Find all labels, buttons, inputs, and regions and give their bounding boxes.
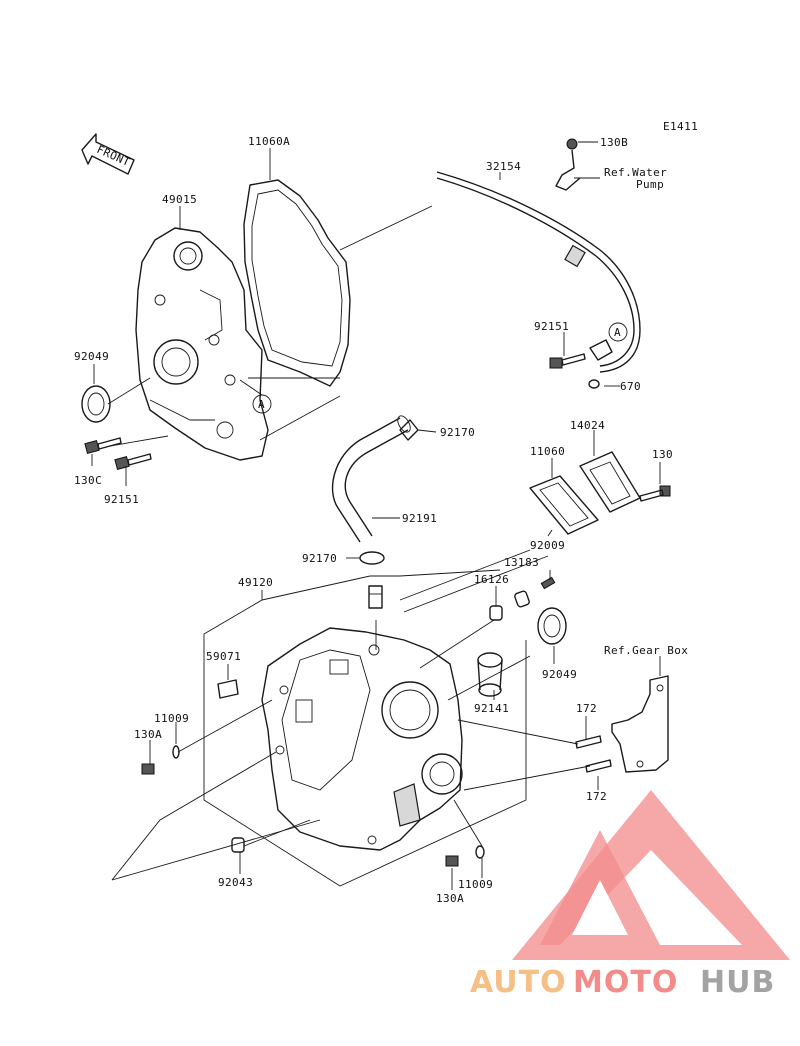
label-ref-pump: Pump	[636, 178, 664, 191]
stud-172-bottom-part	[585, 759, 612, 773]
callout-a-right: A	[608, 322, 628, 342]
o-ring-670-part	[588, 379, 600, 389]
bolt-92151-left-part	[114, 453, 152, 470]
label-92191: 92191	[402, 512, 437, 525]
label-11060a: 11060A	[248, 135, 290, 148]
label-670: 670	[620, 380, 641, 393]
knock-pin-part	[514, 590, 530, 608]
hose-clamp-bottom-part	[359, 551, 385, 565]
label-92170-top: 92170	[440, 426, 475, 439]
breather-cover-part	[579, 451, 641, 513]
label-92170-bottom: 92170	[302, 552, 337, 565]
label-59071: 59071	[206, 650, 241, 663]
bushing-92141-part	[477, 652, 503, 697]
label-16126: 16126	[474, 573, 509, 586]
label-172-top: 172	[576, 702, 597, 715]
washer-11009-left-part	[172, 745, 180, 759]
dowel-16126-part	[489, 605, 503, 621]
stud-172-top-part	[575, 735, 602, 749]
bolt-130a-bottom-part	[445, 855, 459, 867]
bolt-130a-left-part	[141, 763, 155, 775]
washer-11009-bottom-part	[475, 845, 485, 859]
front-label: FRONT	[95, 143, 132, 169]
leader-lines	[91, 141, 661, 890]
gasket-11060a-part	[243, 179, 351, 387]
oil-seal-bottom-part	[537, 607, 567, 645]
label-11009-bottom: 11009	[458, 878, 493, 891]
oil-seal-top-part	[81, 385, 111, 423]
label-11009-left: 11009	[154, 712, 189, 725]
watermark-hub: HUB	[700, 965, 775, 1000]
pin-13183-part	[540, 576, 556, 590]
hose-part	[331, 415, 411, 543]
label-ref-water: Ref.Water	[604, 166, 667, 179]
bolt-130-part	[639, 485, 671, 502]
watermark-moto: MOTO	[573, 965, 678, 1000]
pipe-bracket-top-part	[555, 138, 581, 191]
label-92009: 92009	[530, 539, 565, 552]
label-92043: 92043	[218, 876, 253, 889]
bolt-92151-right-part	[549, 339, 613, 369]
gasket-11060-part	[529, 475, 599, 535]
label-ref-gear-box: Ref.Gear Box	[604, 644, 688, 657]
crankcase-part	[261, 627, 463, 851]
diagram-code: E1411	[663, 120, 698, 133]
label-92141: 92141	[474, 702, 509, 715]
timing-cover-part	[135, 227, 269, 461]
front-arrow-icon: FRONT	[81, 133, 135, 175]
label-92151-left: 92151	[104, 493, 139, 506]
label-130c: 130C	[74, 474, 102, 487]
label-130: 130	[652, 448, 673, 461]
plug-59071-part	[217, 679, 239, 699]
part-labels: 11060A 49015 92049 130C 92151 130B 32154…	[74, 135, 688, 905]
label-172-bottom: 172	[586, 790, 607, 803]
label-92049-top: 92049	[74, 350, 109, 363]
label-32154: 32154	[486, 160, 521, 173]
label-92151-right: 92151	[534, 320, 569, 333]
watermark-logo: AUTO MOTO HUB	[470, 790, 790, 1000]
label-14024: 14024	[570, 419, 605, 432]
gear-box-bracket-part	[611, 675, 669, 773]
svg-text:A: A	[258, 398, 265, 411]
callout-a-left: A	[252, 394, 272, 414]
label-130b: 130B	[600, 136, 628, 149]
watermark-auto: AUTO	[470, 965, 567, 1000]
label-92049-bottom: 92049	[542, 668, 577, 681]
svg-text:A: A	[614, 326, 621, 339]
label-11060: 11060	[530, 445, 565, 458]
water-pipe-part	[436, 171, 641, 373]
label-13183: 13183	[504, 556, 539, 569]
label-49120: 49120	[238, 576, 273, 589]
label-49015: 49015	[162, 193, 197, 206]
label-130a-left: 130A	[134, 728, 162, 741]
bolt-130c-part	[84, 437, 122, 454]
pipe-fitting-part	[368, 585, 383, 609]
label-130a-bottom: 130A	[436, 892, 464, 905]
